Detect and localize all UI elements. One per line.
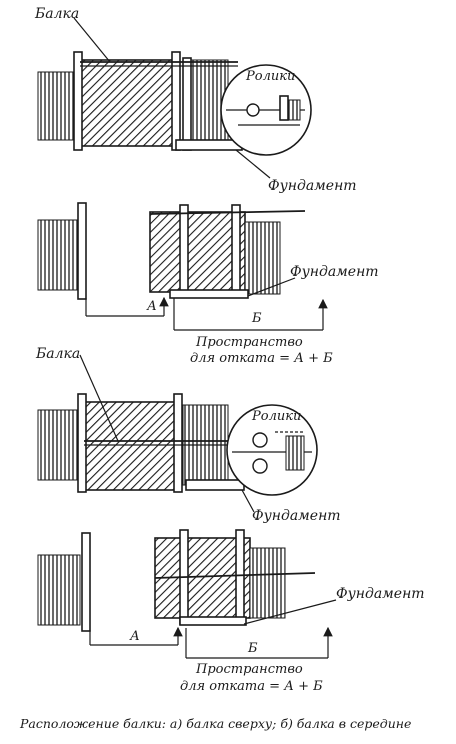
striped-body bbox=[37, 554, 81, 626]
hatched-block bbox=[83, 401, 179, 491]
figure-1-top-beam: Балка Ролики Фундамент bbox=[34, 6, 357, 194]
roller bbox=[246, 103, 260, 117]
post bbox=[81, 532, 91, 632]
post bbox=[77, 202, 87, 300]
post bbox=[235, 529, 245, 625]
beam bbox=[154, 572, 316, 579]
foundation bbox=[185, 479, 245, 491]
space-label-line2: для отката = А + Б bbox=[180, 679, 323, 694]
beam bbox=[149, 210, 306, 215]
post bbox=[77, 393, 87, 493]
roller bbox=[252, 458, 268, 474]
post bbox=[182, 57, 192, 151]
foundation-leader bbox=[241, 489, 255, 513]
figure-4-middle-beam-extended: А Б Фундамент Пространство для отката = … bbox=[37, 529, 425, 694]
dimension-b-label: Б bbox=[247, 641, 258, 656]
hatched-block bbox=[149, 211, 246, 293]
space-label-line1: Пространство bbox=[195, 662, 303, 677]
figure-3-middle-beam: Балка Ролики Фундамент bbox=[35, 346, 341, 524]
post bbox=[173, 393, 183, 493]
dimension-a-label: А bbox=[129, 629, 140, 644]
foundation-leader bbox=[235, 149, 271, 179]
rollers-detail-circle bbox=[226, 404, 318, 496]
striped-body bbox=[37, 219, 81, 291]
post bbox=[171, 51, 181, 151]
beam-leader bbox=[79, 354, 119, 442]
foundation bbox=[169, 289, 249, 299]
dimension-a-label: А bbox=[146, 299, 157, 314]
post bbox=[231, 204, 241, 298]
beam-label: Балка bbox=[35, 346, 80, 362]
foundation-leader bbox=[247, 277, 296, 297]
striped-body bbox=[244, 221, 281, 295]
foundation bbox=[179, 616, 247, 626]
post bbox=[179, 204, 189, 298]
rollers-label: Ролики bbox=[245, 69, 295, 84]
foundation-label: Фундамент bbox=[290, 264, 379, 280]
hatched-block bbox=[79, 59, 179, 147]
space-label-line2: для отката = А + Б bbox=[190, 351, 333, 366]
roller bbox=[252, 432, 268, 448]
rollers-label: Ролики bbox=[251, 409, 301, 424]
beam-label: Балка bbox=[34, 6, 79, 22]
foundation-label: Фундамент bbox=[268, 178, 357, 194]
post bbox=[73, 51, 83, 151]
beam-leader bbox=[73, 17, 111, 63]
foundation-label: Фундамент bbox=[252, 508, 341, 524]
figure-caption: Расположение балки: а) балка сверху; б) … bbox=[19, 716, 411, 731]
dimension-b-label: Б bbox=[251, 311, 262, 326]
figure-2-top-beam-extended: А Б Фундамент Пространство для отката = … bbox=[37, 202, 379, 366]
striped-body bbox=[37, 71, 81, 141]
foundation bbox=[175, 139, 243, 151]
space-label-line1: Пространство bbox=[195, 335, 303, 350]
striped-body bbox=[37, 409, 81, 481]
foundation-leader bbox=[243, 599, 337, 625]
foundation-label: Фундамент bbox=[336, 586, 425, 602]
striped-body bbox=[249, 547, 286, 619]
